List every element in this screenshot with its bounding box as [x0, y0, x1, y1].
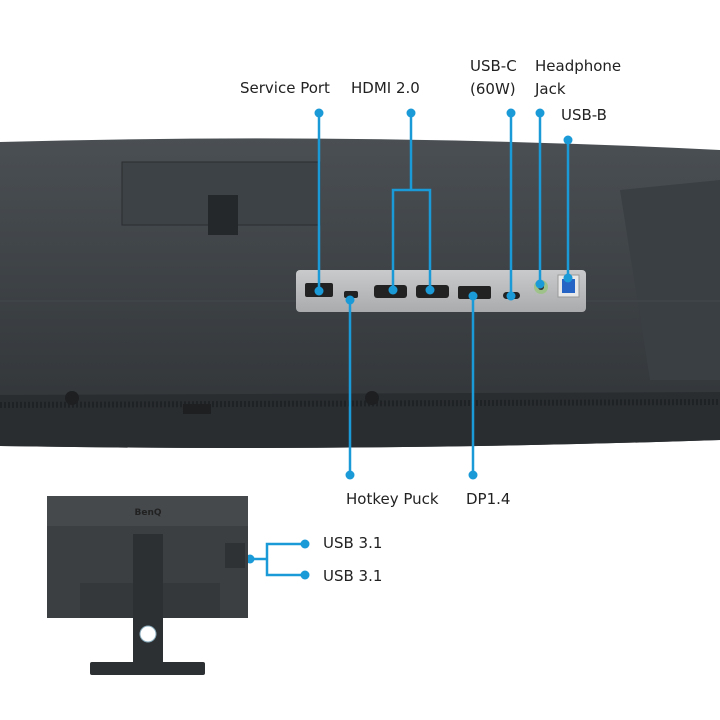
- label-headphone-jack: Jack: [535, 80, 566, 98]
- label-usb31-top: USB 3.1: [323, 534, 383, 552]
- callout-dots: [245, 108, 573, 580]
- label-usbb: USB-B: [561, 106, 607, 124]
- label-headphone: Headphone: [535, 57, 622, 75]
- label-dp: DP1.4: [466, 490, 511, 508]
- label-usbc-power: (60W): [470, 80, 516, 98]
- label-usb31-bottom: USB 3.1: [323, 567, 383, 585]
- label-hdmi: HDMI 2.0: [351, 79, 420, 97]
- port-panel: [296, 270, 586, 312]
- label-usbc: USB-C: [470, 57, 517, 75]
- hotkey-puck-port: [344, 291, 358, 298]
- benq-logo: BenQ: [134, 508, 161, 518]
- label-hotkey-puck: Hotkey Puck: [346, 490, 439, 508]
- monitor-rear-thumbnail: BenQ: [47, 496, 248, 675]
- label-service-port: Service Port: [240, 79, 330, 97]
- callout-lines: [250, 113, 570, 577]
- usbb-port: [562, 279, 575, 293]
